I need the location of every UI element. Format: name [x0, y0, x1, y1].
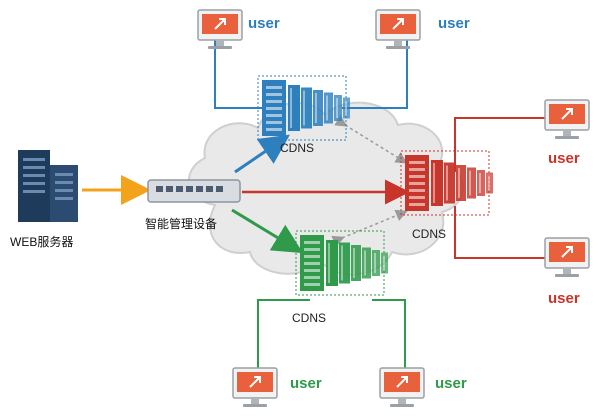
link-bottom-right-user — [372, 299, 406, 380]
server-rack-icon — [18, 150, 78, 222]
user-label-bottom-right: user — [435, 375, 467, 392]
cdns-label-top: CDNS — [280, 141, 314, 155]
smart-device-label: 智能管理设备 — [145, 216, 217, 231]
user-bottom-left — [232, 367, 278, 407]
link-top-right-user — [342, 40, 408, 109]
sync-arrow-bottom-right — [331, 209, 408, 247]
user-label-top-right: user — [438, 15, 470, 32]
smart-device: 智能管理设备 — [145, 179, 241, 231]
network-switch-icon — [147, 179, 241, 203]
link-top-left-user — [214, 40, 268, 109]
cdns-label-right: CDNS — [412, 227, 446, 241]
arrow-device-to-cdns-top — [234, 134, 290, 174]
user-right-bottom — [544, 237, 590, 277]
server-cluster-icon — [295, 230, 388, 296]
web-server-label: WEB服务器 — [10, 234, 73, 249]
monitor-icon — [197, 9, 243, 49]
user-label-right-top: user — [548, 150, 580, 167]
monitor-icon — [544, 237, 590, 277]
connection-lines — [214, 40, 545, 380]
monitor-icon — [375, 9, 421, 49]
link-right-top-user — [454, 117, 545, 172]
user-right-top — [544, 99, 590, 139]
link-right-bottom-user — [454, 206, 545, 259]
arrow-device-to-cdns-bottom — [231, 208, 304, 254]
cdns-node-bottom — [295, 230, 388, 296]
cdns-node-right — [400, 150, 493, 216]
user-label-bottom-left: user — [290, 375, 322, 392]
server-cluster-icon — [400, 150, 493, 216]
user-label-top-left: user — [248, 15, 280, 32]
cdns-label-bottom: CDNS — [292, 311, 326, 325]
web-server: WEB服务器 — [10, 150, 78, 249]
user-bottom-right — [379, 367, 425, 407]
user-top-right — [375, 9, 421, 49]
user-label-right-bottom: user — [548, 290, 580, 307]
user-top-left — [197, 9, 243, 49]
monitor-icon — [232, 367, 278, 407]
monitor-icon — [544, 99, 590, 139]
link-bottom-left-user — [257, 299, 310, 380]
monitor-icon — [379, 367, 425, 407]
cdns-node-top — [257, 75, 350, 141]
server-cluster-icon — [257, 75, 350, 141]
